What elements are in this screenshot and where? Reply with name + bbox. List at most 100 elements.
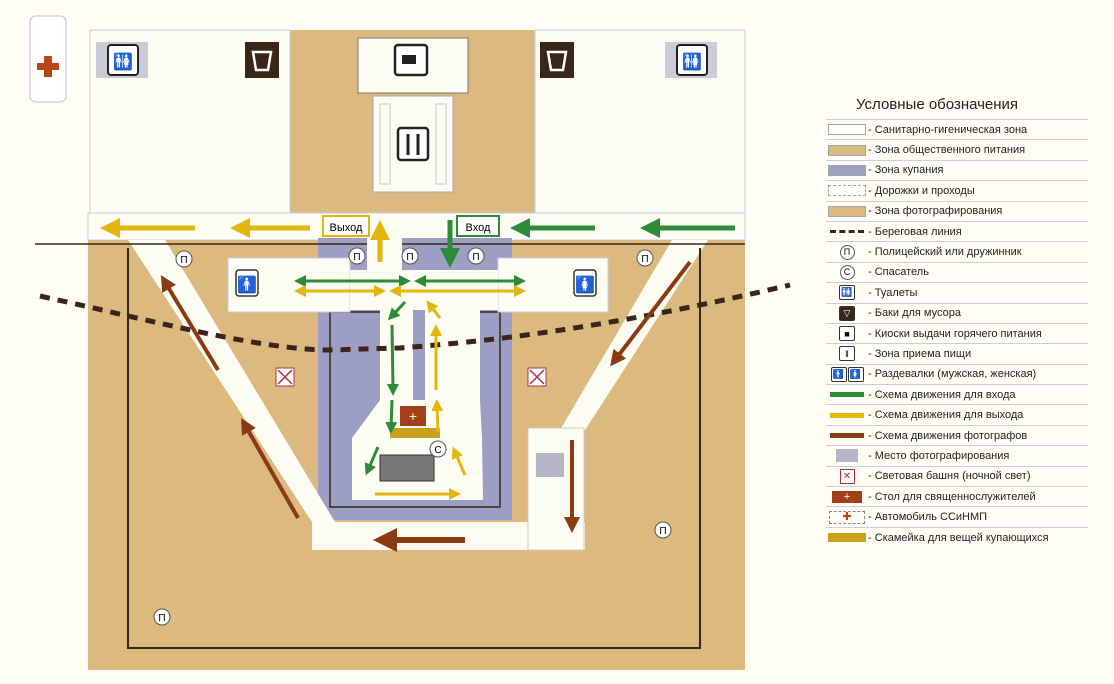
legend-item: - Скамейка для вещей купающихся <box>826 526 1088 547</box>
legend-symbol-icon: ✕ <box>826 468 868 484</box>
legend-label: - Схема движения для входа <box>868 388 1016 401</box>
cross-table <box>400 406 426 426</box>
legend-label: - Стол для священнослужителей <box>868 490 1036 503</box>
legend-label: - Зона фотографирования <box>868 205 1003 218</box>
legend-symbol-icon: ✚ <box>826 510 868 525</box>
person-icon: 🚹 <box>235 269 259 297</box>
legend: Условные обозначения - Санитарно-гигенич… <box>826 96 1088 547</box>
svg-text:🚹: 🚹 <box>237 275 257 294</box>
toilet-icon: 🚻 <box>96 42 148 78</box>
legend-label: - Баки для мусора <box>868 307 961 320</box>
legend-label: - Полицейский или дружинник <box>868 246 1022 259</box>
legend-item: - Санитарно-гигеническая зона <box>826 119 1088 139</box>
photographer-arrow <box>610 260 692 367</box>
legend-item: - Зона купания <box>826 159 1088 180</box>
legend-item: 🚹🚺- Раздевалки (мужская, женская) <box>826 363 1088 384</box>
legend-symbol-icon: П <box>826 244 868 260</box>
svg-text:🚻: 🚻 <box>682 52 702 71</box>
legend-symbol-icon <box>826 224 868 239</box>
trash-icon <box>540 42 574 78</box>
legend-symbol-icon: 🚹🚺 <box>826 366 868 382</box>
legend-symbol-icon <box>826 143 868 158</box>
legend-symbol-icon <box>826 387 868 402</box>
legend-item: +- Стол для священнослужителей <box>826 486 1088 506</box>
legend-item: - Схема движения для входа <box>826 384 1088 404</box>
light-tower-icon <box>275 367 295 387</box>
legend-label: - Раздевалки (мужская, женская) <box>868 368 1037 381</box>
legend-label: - Схема движения для выхода <box>868 409 1024 422</box>
legend-symbol-icon <box>826 204 868 219</box>
legend-label: - Зона купания <box>868 164 944 177</box>
police-mark: П <box>406 252 413 263</box>
svg-text:+: + <box>409 408 417 424</box>
cutlery-icon <box>396 126 430 162</box>
legend-label: - Дорожки и проходы <box>868 184 975 197</box>
legend-item: - Береговая линия <box>826 220 1088 241</box>
legend-item: - Дорожки и проходы <box>826 180 1088 200</box>
legend-item: ‖- Зона приема пищи <box>826 343 1088 363</box>
legend-label: - Спасатель <box>868 266 929 279</box>
legend-symbol-icon <box>826 408 868 423</box>
legend-label: - Санитарно-гигеническая зона <box>868 123 1028 136</box>
legend-label: - Скамейка для вещей купающихся <box>868 531 1049 544</box>
trash-icon <box>245 42 279 78</box>
legend-label: - Схема движения фотографов <box>868 429 1028 442</box>
legend-item: ✕- Световая башня (ночной свет) <box>826 465 1088 486</box>
legend-symbol-icon: ■ <box>826 326 868 342</box>
legend-symbol-icon <box>826 163 868 178</box>
legend-symbol-icon <box>826 183 868 198</box>
legend-symbol-icon <box>826 448 868 463</box>
legend-symbol-icon: + <box>826 489 868 504</box>
cup-icon <box>393 43 429 77</box>
legend-symbol-icon: 🚻 <box>826 285 868 301</box>
legend-item: ▽- Баки для мусора <box>826 302 1088 323</box>
legend-label: - Автомобиль ССиНМП <box>868 511 988 524</box>
legend-label: - Зона приема пищи <box>868 347 972 360</box>
legend-label: - Световая башня (ночной свет) <box>868 470 1031 483</box>
photo-booth <box>527 427 585 551</box>
fence <box>127 248 701 649</box>
legend-label: - Туалеты <box>868 286 918 299</box>
legend-symbol-icon: ‖ <box>826 346 868 362</box>
legend-item: П- Полицейский или дружинник <box>826 241 1088 261</box>
legend-label: - Киоски выдачи горячего питания <box>868 327 1042 340</box>
police-mark: П <box>472 252 479 263</box>
police-mark: П <box>180 255 187 266</box>
exit-sign <box>322 215 370 237</box>
legend-symbol-icon: С <box>826 264 868 280</box>
legend-label: - Зона общественного питания <box>868 144 1026 157</box>
police-mark: П <box>353 252 360 263</box>
legend-item: - Схема движения фотографов <box>826 424 1088 445</box>
entry-label: Вход <box>466 222 491 234</box>
movement-arrows <box>100 218 735 552</box>
police-mark: П <box>659 526 666 537</box>
entry-sign <box>456 215 500 237</box>
legend-item: - Зона общественного питания <box>826 139 1088 159</box>
person-icon: 🚺 <box>573 269 597 297</box>
legend-item: - Зона фотографирования <box>826 200 1088 221</box>
legend-symbol-icon <box>826 530 868 545</box>
photographer-arrow <box>241 418 300 519</box>
legend-item: ■- Киоски выдачи горячего питания <box>826 322 1088 343</box>
legend-item: 🚻- Туалеты <box>826 282 1088 302</box>
svg-text:🚺: 🚺 <box>575 275 595 294</box>
legend-item: - Схема движения для выхода <box>826 404 1088 424</box>
ambulance <box>29 15 67 103</box>
left-diagonal-path <box>128 240 335 522</box>
police-mark: П <box>158 613 165 624</box>
legend-symbol-icon <box>826 122 868 137</box>
svg-text:🚻: 🚻 <box>113 52 133 71</box>
exit-label: Выход <box>330 222 363 234</box>
legend-symbol-icon <box>826 428 868 443</box>
pier <box>380 310 480 402</box>
lifeguard-mark: С <box>434 445 441 456</box>
main-walkway <box>87 212 746 241</box>
toilet-icon: 🚻 <box>665 42 717 78</box>
legend-symbol-icon: ▽ <box>826 305 868 321</box>
police-mark: П <box>641 254 648 265</box>
light-tower-icon <box>527 367 547 387</box>
legend-label: - Береговая линия <box>868 225 962 238</box>
water-stairs <box>379 454 435 482</box>
photo-spot <box>536 453 564 477</box>
